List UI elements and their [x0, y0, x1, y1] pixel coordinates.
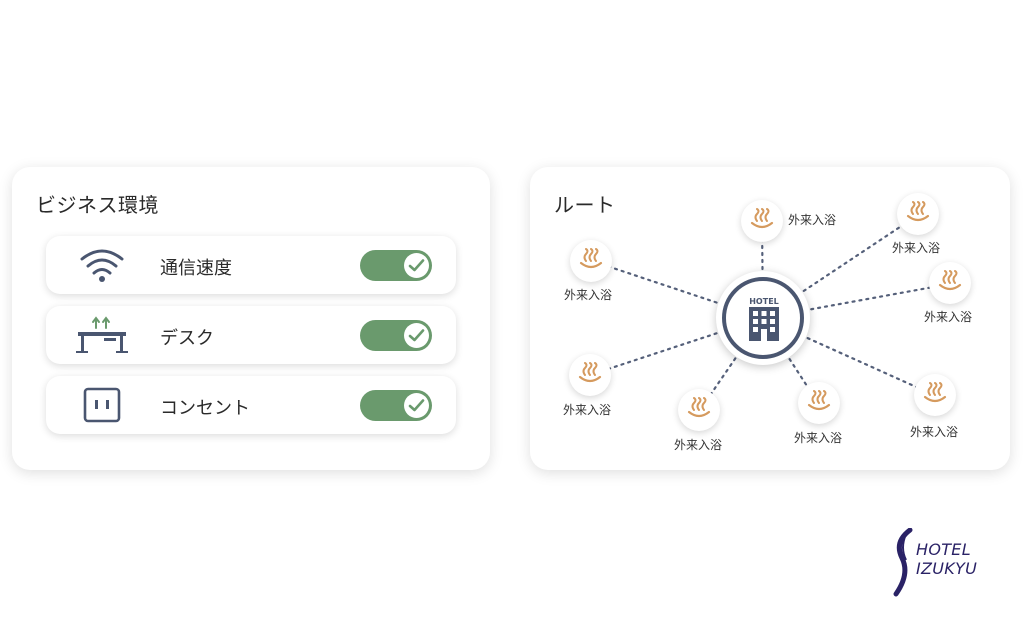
outlet-toggle[interactable]	[360, 390, 432, 421]
business-item-outlet: コンセント	[46, 376, 456, 434]
check-icon	[408, 259, 425, 272]
desk-icon	[76, 316, 128, 354]
onsen-spot[interactable]	[741, 200, 783, 242]
onsen-spot-label: 外来入浴	[563, 403, 612, 417]
business-item-wifi: 通信速度	[46, 236, 456, 294]
route-card-title: ルート	[554, 193, 616, 217]
logo-line-2: IZUKYU	[916, 559, 978, 578]
onsen-spot-label: 外来入浴	[910, 425, 959, 439]
toggle-knob	[404, 323, 429, 348]
onsen-spot[interactable]	[678, 389, 720, 431]
onsen-spot-label: 外来入浴	[924, 310, 973, 324]
check-icon	[408, 399, 425, 412]
route-line	[761, 316, 936, 397]
onsen-spot[interactable]	[914, 374, 956, 416]
onsen-spot-label: 外来入浴	[892, 241, 941, 255]
onsen-icon	[923, 382, 947, 403]
hotel-izukyu-logo: HOTEL IZUKYU	[890, 528, 990, 598]
business-environment-card: ビジネス環境 通信速度	[12, 167, 490, 470]
onsen-icon	[807, 390, 831, 411]
outlet-icon	[76, 386, 128, 424]
business-item-desk: デスク	[46, 306, 456, 364]
wifi-toggle[interactable]	[360, 250, 432, 281]
onsen-spot[interactable]	[798, 382, 840, 424]
onsen-icon	[906, 201, 930, 222]
onsen-icon	[579, 248, 603, 269]
business-card-title: ビジネス環境	[36, 193, 159, 217]
hotel-building-icon: HOTEL	[749, 297, 779, 341]
onsen-spot[interactable]	[570, 240, 612, 282]
toggle-knob	[404, 393, 429, 418]
desk-toggle[interactable]	[360, 320, 432, 351]
onsen-spot[interactable]	[569, 354, 611, 396]
onsen-spot[interactable]	[897, 193, 939, 235]
onsen-spot[interactable]	[929, 262, 971, 304]
toggle-knob	[404, 253, 429, 278]
onsen-icon	[750, 208, 774, 229]
onsen-spot-label: 外来入浴	[674, 438, 723, 452]
onsen-icon	[687, 397, 711, 418]
route-card: ルート 外来入浴	[530, 167, 1010, 470]
wifi-icon	[76, 246, 128, 284]
business-item-label: デスク	[160, 328, 214, 349]
business-item-label: コンセント	[160, 398, 250, 419]
hotel-sign: HOTEL	[749, 297, 779, 306]
onsen-spot-label: 外来入浴	[794, 431, 843, 445]
logo-mark-icon	[893, 528, 913, 597]
onsen-icon	[938, 270, 962, 291]
hotel-node-inner: HOTEL	[722, 277, 804, 359]
onsen-spot-label: 外来入浴	[788, 213, 837, 227]
onsen-icon	[578, 362, 602, 383]
check-icon	[408, 329, 425, 342]
logo-line-1: HOTEL	[916, 540, 971, 559]
onsen-spot-label: 外来入浴	[564, 288, 613, 302]
hotel-node[interactable]: HOTEL	[716, 271, 810, 365]
business-item-label: 通信速度	[160, 258, 232, 279]
